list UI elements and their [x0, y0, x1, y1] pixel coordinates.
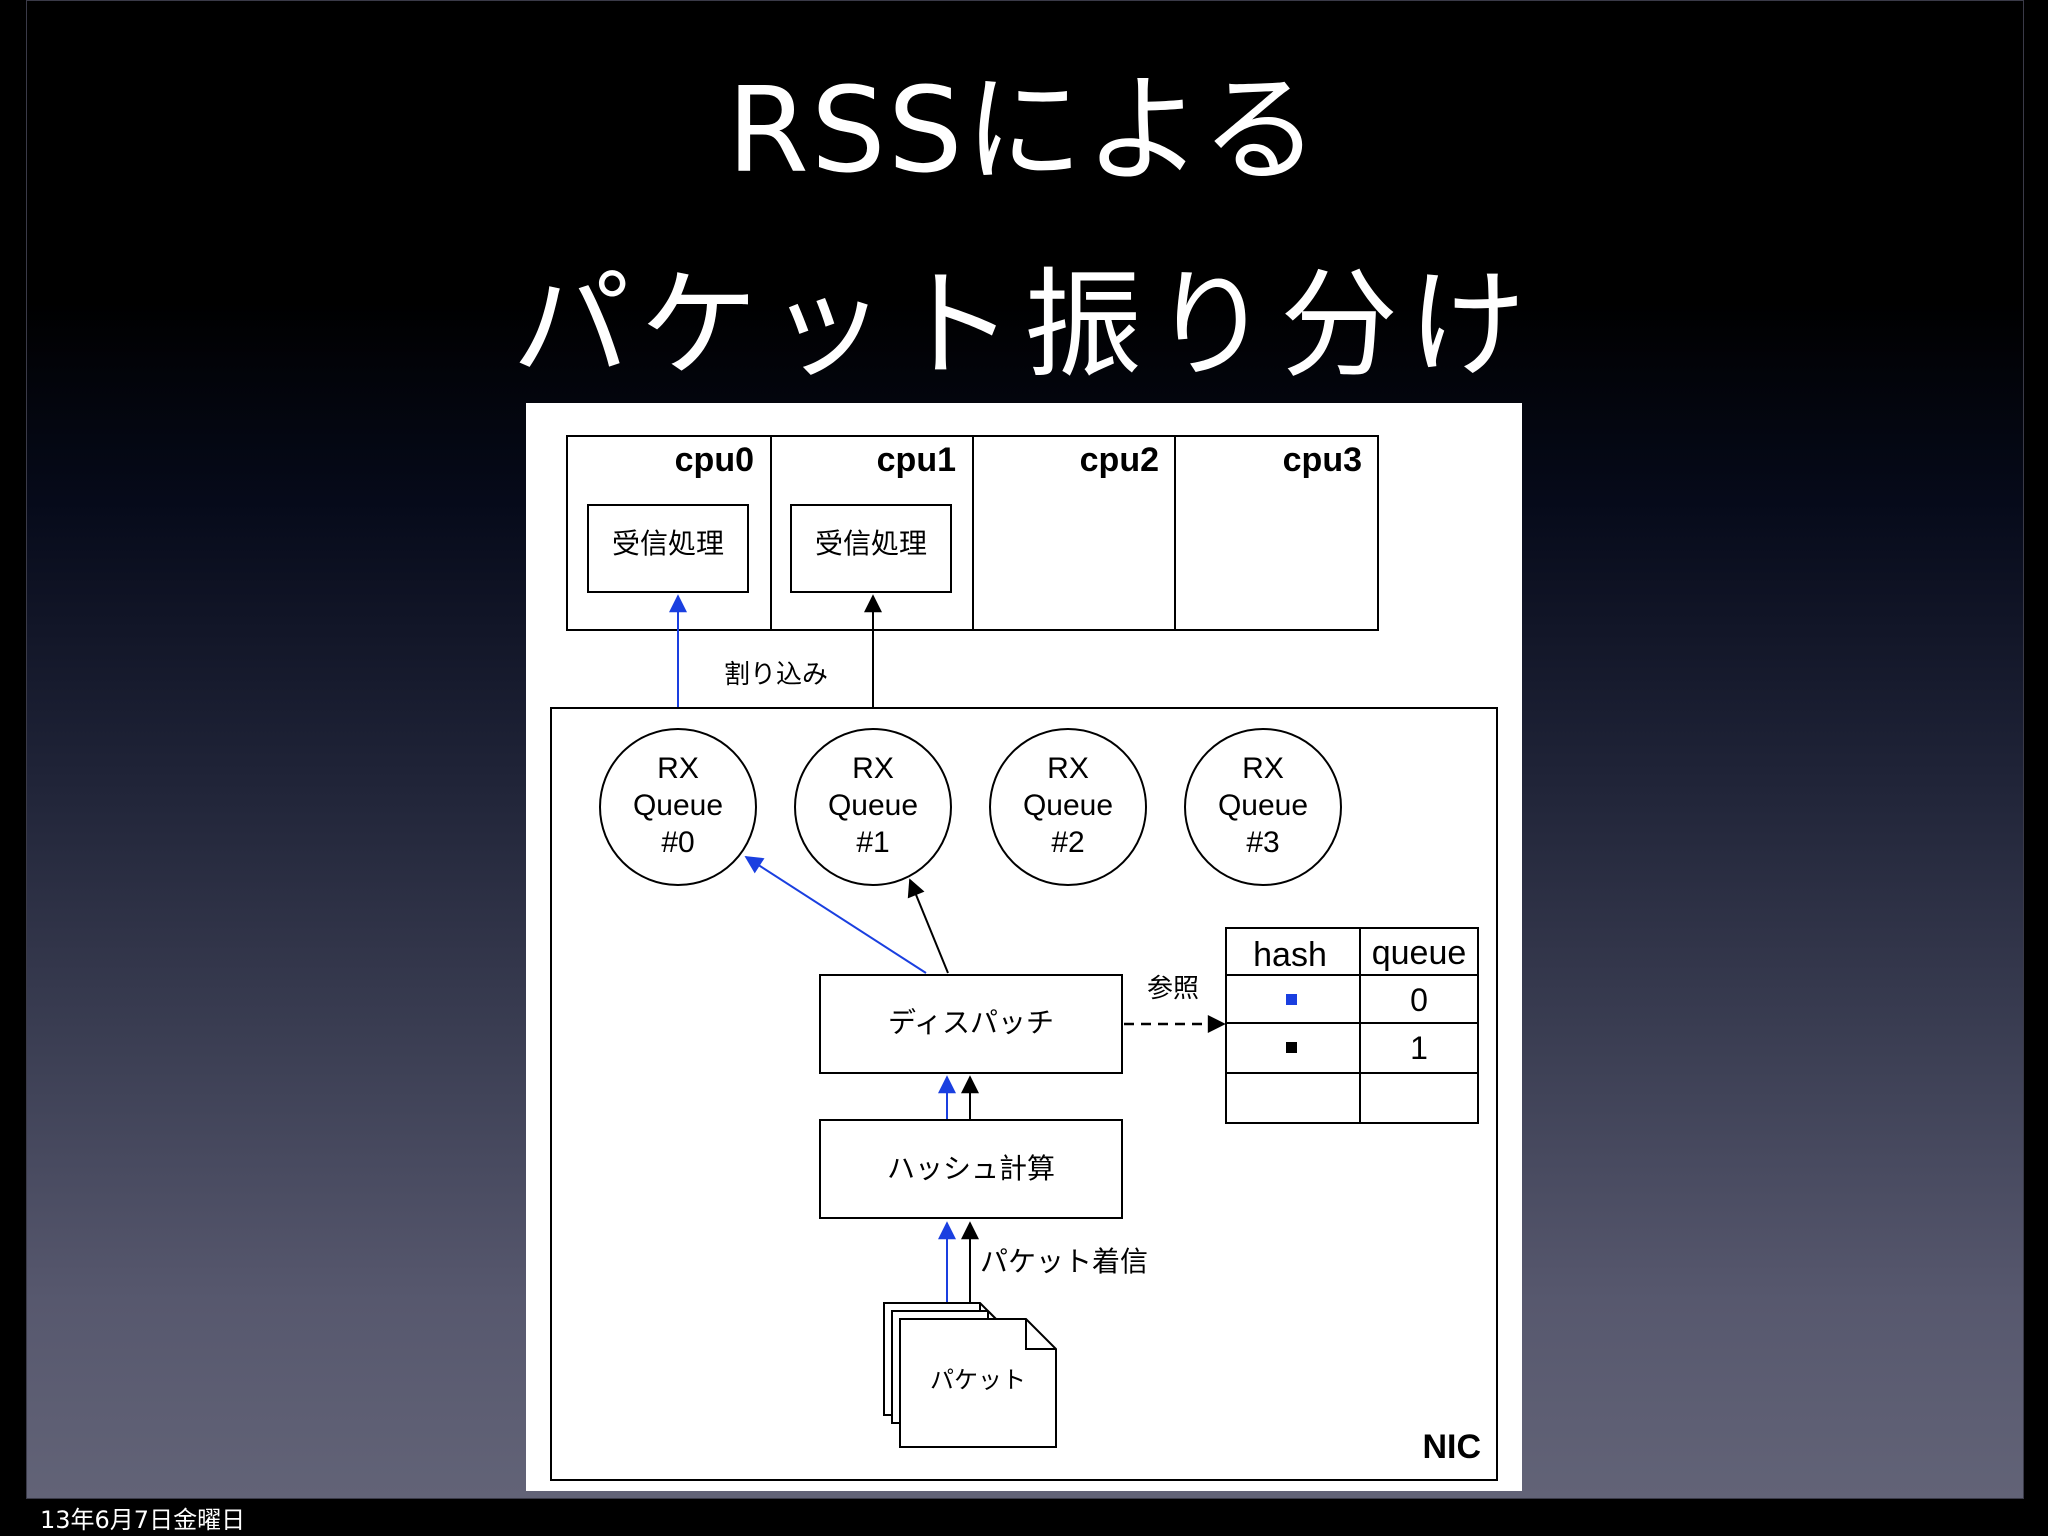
diagram-panel: cpu0 cpu1 cpu2 cpu3 受信処理 受信処理 割り込み NIC R…	[526, 403, 1522, 1491]
dispatch-label: ディスパッチ	[888, 1006, 1054, 1039]
rx-queue-2: RX Queue #2	[989, 728, 1147, 886]
rx-queue-2-line3: #2	[1051, 826, 1084, 859]
rx-queue-0-line3: #0	[661, 826, 694, 859]
packet-arrival-label: パケット着信	[980, 1245, 1148, 1278]
cpu-box-2	[972, 435, 1176, 631]
rx-queue-3-line3: #3	[1246, 826, 1279, 859]
rx-queue-0: RX Queue #0	[599, 728, 757, 886]
rx-queue-3: RX Queue #3	[1184, 728, 1342, 886]
hash-calc-box	[819, 1119, 1123, 1219]
cpu-label-3: cpu3	[1283, 441, 1362, 479]
nic-label: NIC	[1422, 1428, 1481, 1466]
rx-queue-0-line2: Queue	[633, 789, 723, 822]
rx-queue-1-line2: Queue	[828, 789, 918, 822]
interrupt-label: 割り込み	[724, 660, 828, 690]
rx-queue-2-line1: RX	[1047, 752, 1089, 785]
hash-marker-blue	[1286, 994, 1297, 1005]
hash-calc-label: ハッシュ計算	[887, 1152, 1055, 1185]
cpu-box-3	[1174, 435, 1379, 631]
rx-queue-3-line1: RX	[1242, 752, 1284, 785]
dispatch-box	[819, 974, 1123, 1074]
packet-label: パケット	[930, 1366, 1026, 1394]
receive-process-label-0: 受信処理	[612, 527, 724, 560]
cpu-label-0: cpu0	[675, 441, 754, 479]
receive-process-label-1: 受信処理	[815, 527, 927, 560]
dispatch-arrow-black	[907, 878, 949, 974]
rx-queue-3-line2: Queue	[1218, 789, 1308, 822]
hash-table-queue-1: 1	[1410, 1030, 1428, 1066]
slide-title-line1: RSSによる	[726, 61, 1322, 199]
receive-process-box-0	[587, 504, 749, 593]
dispatch-arrow-blue	[744, 856, 927, 974]
cpu-row: cpu0 cpu1 cpu2 cpu3 受信処理 受信処理	[566, 435, 1379, 631]
receive-process-box-1	[790, 504, 952, 593]
rx-queue-0-line1: RX	[657, 752, 699, 785]
footer-date: 13年6月7日金曜日	[40, 1506, 246, 1534]
hash-table-header-queue: queue	[1372, 934, 1467, 972]
hash-table-queue-0: 0	[1410, 982, 1428, 1018]
rx-queue-2-line2: Queue	[1023, 789, 1113, 822]
reference-label: 参照	[1147, 974, 1199, 1004]
rss-diagram: cpu0 cpu1 cpu2 cpu3 受信処理 受信処理 割り込み NIC R…	[550, 435, 1498, 1481]
rx-queue-1-line1: RX	[852, 752, 894, 785]
cpu-label-2: cpu2	[1080, 441, 1159, 479]
cpu-label-1: cpu1	[877, 441, 956, 479]
rx-queue-1-line3: #1	[856, 826, 889, 859]
packet-stack-icon	[883, 1302, 1057, 1448]
rx-queue-1: RX Queue #1	[794, 728, 952, 886]
hash-table-header-hash: hash	[1253, 936, 1327, 974]
hash-marker-black	[1286, 1042, 1297, 1053]
slide-title-line2: パケット振り分け	[511, 256, 1536, 394]
hash-table: hash queue 0 1	[1225, 927, 1479, 1124]
